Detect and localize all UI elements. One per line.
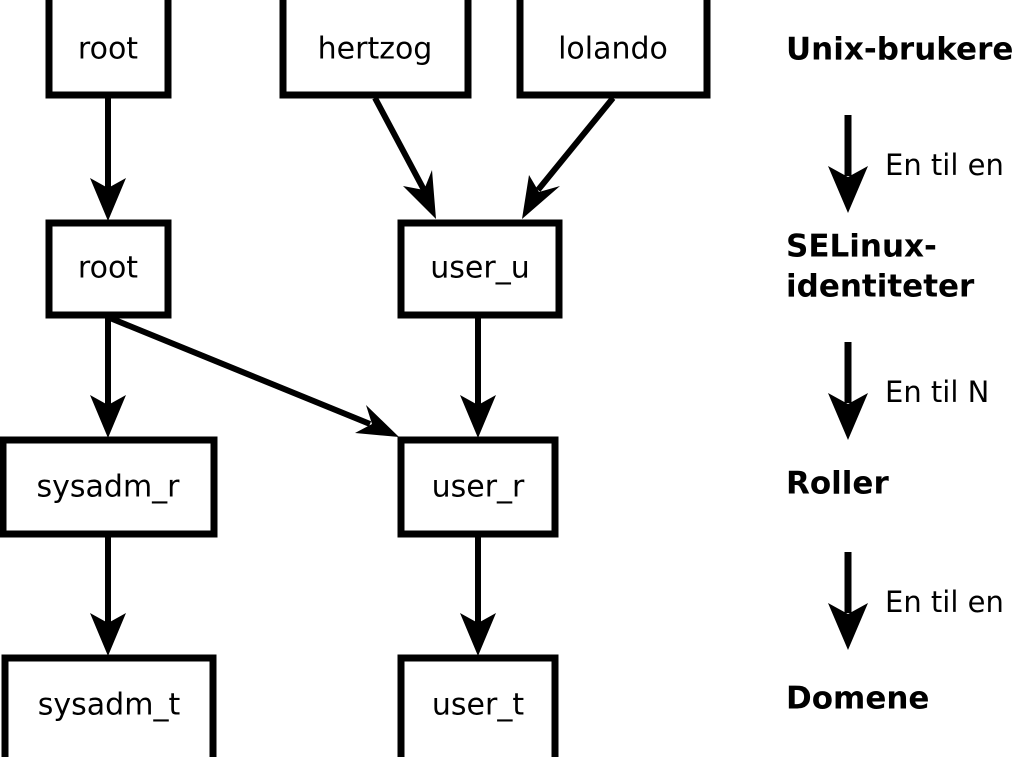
edge-ident-root-to-user-r (108, 315, 399, 437)
legend-arrow-one-to-one-top (828, 115, 868, 213)
edge-user-r-to-user-t (460, 537, 496, 656)
node-label: user_u (430, 251, 529, 286)
legend-level-selinux-identities-line2: identiteter (786, 269, 975, 305)
edge-sysadm-r-to-sysadm-t (90, 537, 126, 656)
node-domain-sysadm-t[interactable]: sysadm_t (1, 654, 217, 757)
node-unix-hertzog[interactable]: hertzog (279, 0, 472, 99)
edge-lolando-to-user-u (522, 96, 616, 219)
edge-hertzog-to-user-u (372, 96, 436, 219)
arrow-head-icon (828, 393, 868, 440)
arrow-head-icon (460, 395, 496, 438)
node-label: user_t (432, 688, 524, 723)
legend-level-selinux-identities-line1: SELinux- (786, 229, 937, 265)
arrow-head-icon (90, 613, 126, 656)
arrow-head-icon (90, 178, 126, 221)
node-identity-user-u[interactable]: user_u (397, 219, 563, 319)
arrow-head-icon (355, 405, 399, 437)
legend-level-domain: Domene (786, 681, 929, 717)
arrow-head-icon (460, 613, 496, 656)
node-role-user-r[interactable]: user_r (397, 436, 559, 538)
legend-relation-label-bottom: En til en (885, 585, 1004, 619)
edge-unix-root-to-ident-root (90, 98, 126, 221)
edge-user-u-to-user-r (460, 318, 496, 438)
arrow-head-icon (90, 395, 126, 438)
node-unix-root[interactable]: root (45, 0, 172, 99)
arrow-head-icon (522, 175, 560, 219)
legend-relation-label-middle: En til N (885, 375, 989, 409)
node-label: user_r (432, 470, 525, 505)
legend-level-roles: Roller (786, 466, 889, 502)
node-role-sysadm-r[interactable]: sysadm_r (0, 436, 218, 538)
node-domain-user-t[interactable]: user_t (397, 654, 559, 757)
legend-relation-label-top: En til en (885, 148, 1004, 182)
node-identity-root[interactable]: root (45, 219, 172, 319)
node-label: root (78, 32, 138, 67)
legend-level-unix-users: Unix-brukere (786, 32, 1013, 68)
arrow-head-icon (403, 170, 436, 219)
node-label: sysadm_r (37, 470, 181, 505)
node-label: root (78, 251, 138, 286)
node-label: sysadm_t (38, 688, 181, 723)
node-unix-lolando[interactable]: lolando (516, 0, 711, 99)
arrow-head-icon (828, 603, 868, 650)
legend-arrow-one-to-n (828, 342, 868, 440)
edge-ident-root-to-sysadm-r (90, 318, 126, 438)
legend-arrow-one-to-one-bottom (828, 552, 868, 650)
node-label: lolando (558, 32, 668, 67)
node-label: hertzog (318, 32, 433, 67)
arrow-head-icon (828, 166, 868, 213)
